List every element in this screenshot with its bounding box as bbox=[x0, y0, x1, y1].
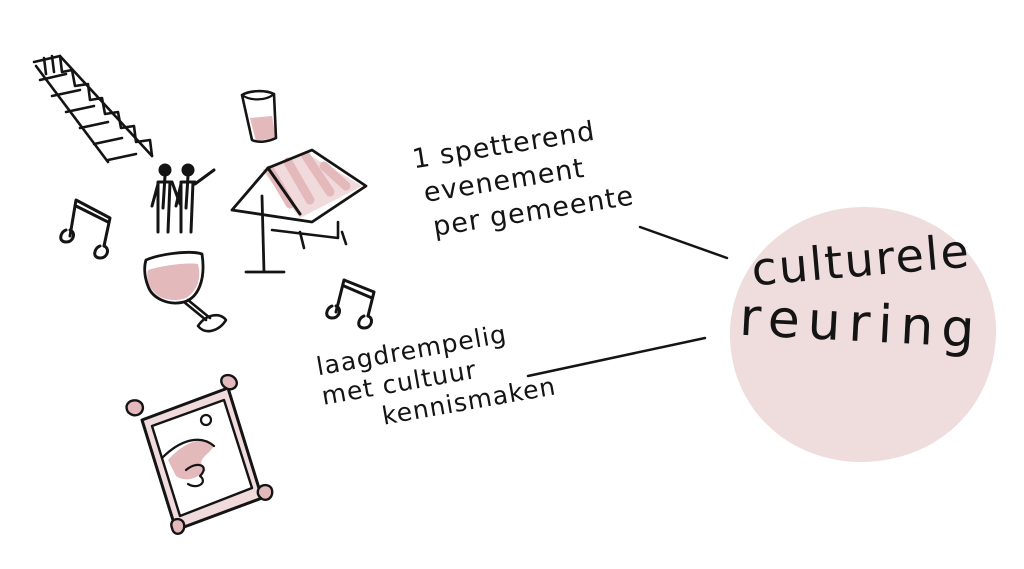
hub-circle bbox=[729, 206, 997, 462]
stairs-icon bbox=[32, 54, 154, 164]
hub-label: culturele reuring bbox=[736, 224, 986, 361]
music-note-icon bbox=[325, 278, 376, 330]
framed-painting-icon bbox=[125, 373, 274, 535]
wine-glass-icon bbox=[143, 251, 228, 333]
market-stall-icon bbox=[230, 148, 368, 274]
connector-line-low bbox=[526, 336, 707, 378]
connector-line-event bbox=[638, 225, 729, 260]
two-people-icon bbox=[150, 163, 216, 234]
music-note-icon bbox=[59, 198, 112, 260]
drink-cup-icon bbox=[240, 89, 278, 144]
hub-label-line2: reuring bbox=[738, 287, 984, 361]
